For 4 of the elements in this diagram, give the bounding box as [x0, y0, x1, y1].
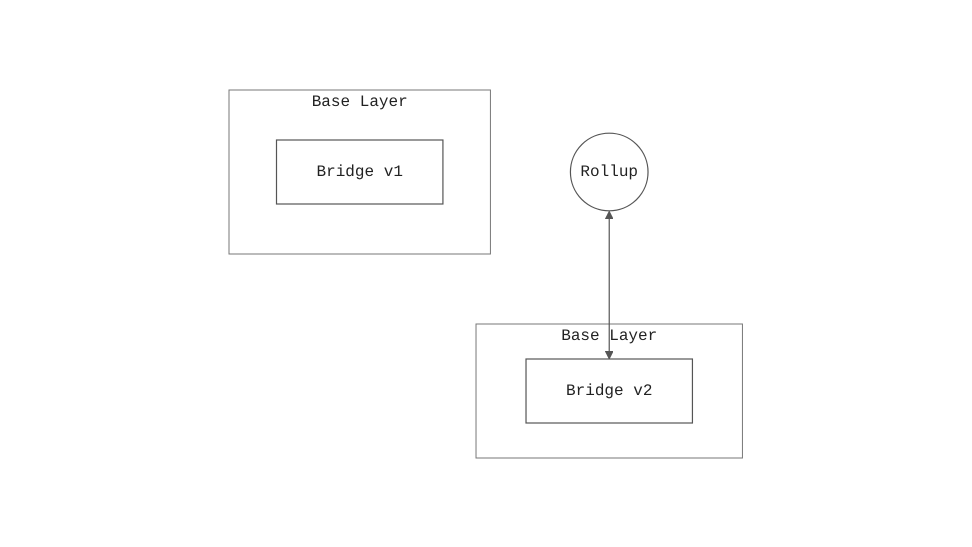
node-box: Bridge v1 — [276, 138, 444, 204]
node-circle: Rollup — [570, 132, 649, 211]
node-box: Bridge v2 — [526, 358, 694, 424]
arrow — [605, 210, 614, 359]
